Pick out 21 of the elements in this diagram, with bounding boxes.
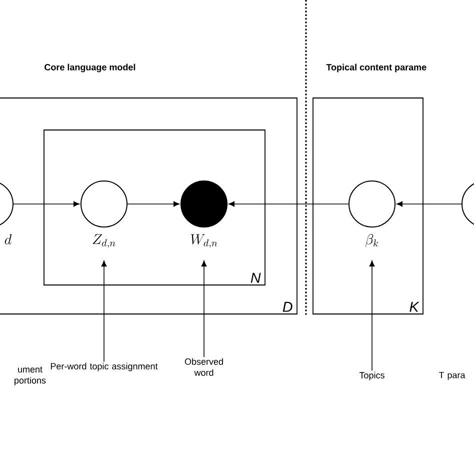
arrow	[396, 201, 462, 207]
leader-line	[369, 260, 375, 371]
variable-label: $\beta_k$	[365, 234, 378, 247]
variable-label: $d$	[4, 234, 12, 244]
annotation-text: Observed word	[184, 358, 223, 376]
leader-line	[101, 260, 107, 362]
section-heading: Core language model	[44, 64, 136, 72]
arrow	[228, 201, 349, 207]
leader-line	[201, 260, 207, 358]
variable-circle	[348, 180, 396, 228]
arrow	[13, 201, 80, 207]
annotation-text: Per-word topic assignment	[50, 362, 158, 372]
annotation-text: ument portions	[14, 366, 46, 386]
section-heading: Topical content parame	[326, 64, 426, 72]
variable-circle	[180, 180, 228, 228]
arrow	[127, 201, 180, 207]
variable-label: $Z_{d,n}$	[92, 234, 116, 248]
variable-label: $W_{d,n}$	[190, 234, 218, 248]
variable-circle	[80, 180, 128, 228]
annotation-text: Topics	[359, 372, 384, 380]
annotation-text: T para	[438, 372, 466, 380]
